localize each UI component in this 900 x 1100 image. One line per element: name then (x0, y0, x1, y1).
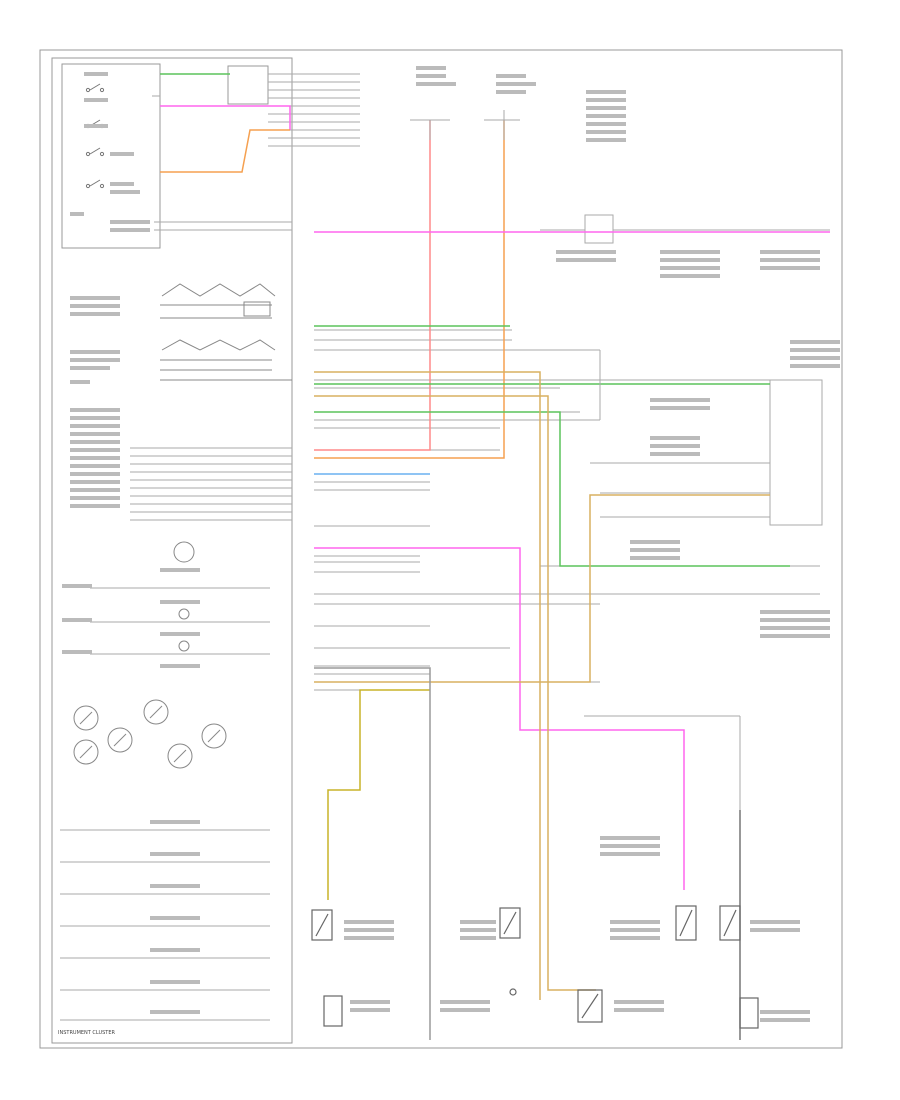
wire-orange-vertical (314, 120, 505, 459)
wire-pink-mid (314, 547, 685, 890)
top-feeds (410, 110, 601, 420)
ignition-switch-symbols (85, 83, 105, 189)
faint-labels (62, 66, 840, 1022)
wire-tan-c (314, 494, 770, 683)
relay-box (227, 65, 269, 105)
wire-olive (327, 689, 430, 900)
wire-tan-b (314, 395, 596, 991)
cluster-frame (51, 57, 293, 1044)
outer-frame (39, 49, 843, 1049)
cluster-internal-lines (60, 73, 360, 1021)
colored-wires (160, 73, 830, 1040)
wire-green-down (314, 411, 790, 567)
cluster-label: INSTRUMENT CLUSTER (58, 1030, 116, 1036)
seat-switch-block (160, 283, 292, 381)
wire-gray-vertical (314, 667, 431, 1040)
wire-salmon-vertical (314, 120, 431, 451)
wire-tan-a (314, 371, 541, 1000)
wire-pink-top (160, 105, 291, 130)
wire-orange-top (160, 129, 290, 173)
switch-box (61, 63, 161, 249)
gauge-symbols (73, 541, 227, 769)
lower-sensors (311, 905, 759, 1029)
